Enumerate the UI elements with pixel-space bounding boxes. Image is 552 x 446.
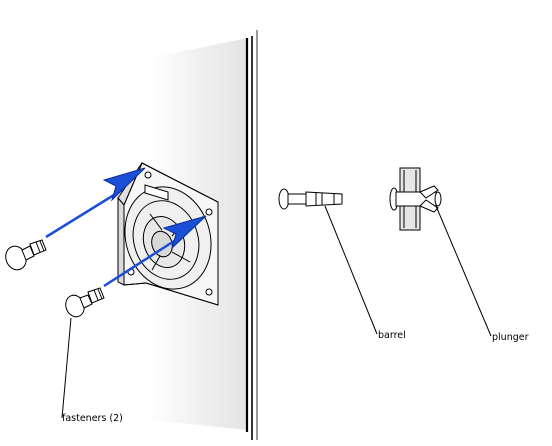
leader-lines — [61, 205, 492, 419]
plunger-label: plunger — [492, 332, 529, 343]
fan-icon — [117, 162, 219, 306]
plunger-icon — [389, 167, 442, 231]
barrel-label: barrel — [378, 330, 406, 341]
insert-arrow-icon — [103, 215, 207, 288]
barrel-icon — [278, 188, 343, 210]
fasteners-label: fasteners (2) — [62, 413, 123, 424]
fastener-icon — [65, 287, 105, 318]
fastener-icon — [5, 239, 47, 271]
panel-divider — [245, 30, 258, 440]
insert-arrow-icon — [45, 167, 146, 239]
